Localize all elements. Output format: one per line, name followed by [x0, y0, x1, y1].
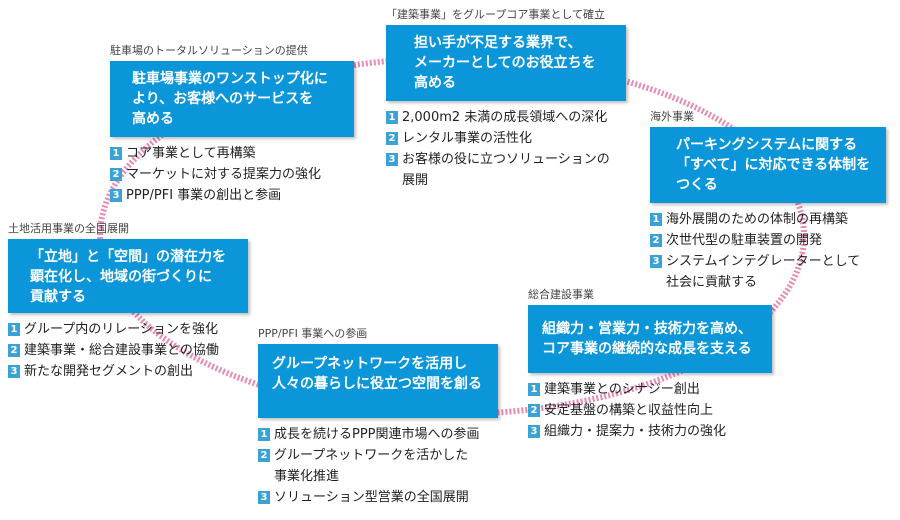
item-number-badge: 1 — [528, 383, 540, 396]
block-title-box: パーキングシステムに関する 「すべて」に対応できる体制を つくる — [650, 127, 886, 203]
item-number-badge: 3 — [386, 153, 398, 166]
block-title-box: 組織力・営業力・技術力を高め、 コア事業の継続的な成長を支える — [528, 305, 772, 373]
item-text: 建築事業・総合建設事業との協働 — [24, 343, 219, 358]
block-category: 土地活用事業の全国展開 — [8, 222, 129, 235]
item-number-badge: 3 — [8, 365, 20, 378]
item-number-badge: 3 — [258, 491, 270, 504]
list-item: 1 コア事業として再構築 — [110, 143, 360, 164]
item-text: 次世代型の駐車装置の開発 — [666, 233, 823, 248]
title-line: 人々の暮らしに役立つ空間を創る — [272, 376, 482, 392]
title-line: 「立地」と「空間」の潜在力を — [30, 249, 226, 265]
item-number-badge: 2 — [8, 344, 20, 357]
block-architecture: 「建築事業」をグループコア事業として確立 担い手が不足する業界で、 メーカーとし… — [386, 8, 636, 191]
title-line: 担い手が不足する業界で、 — [414, 35, 582, 51]
title-line: パーキングシステムに関する — [676, 137, 858, 153]
block-title-box: 駐車場事業のワンストップ化に より、お客様へのサービスを 高める — [110, 61, 354, 137]
block-title-box: 「立地」と「空間」の潜在力を 顕在化し、地域の街づくりに 貢献する — [8, 239, 248, 313]
item-text: マーケットに対する提案力の強化 — [126, 167, 322, 182]
block-category: 総合建設事業 — [528, 288, 594, 301]
list-item: 3 ソリューション型営業の全国展開 — [258, 487, 508, 508]
list-item: 1 グループ内のリレーションを強化 — [8, 319, 253, 340]
item-text: レンタル事業の活性化 — [402, 131, 533, 146]
item-text: 社会に貢献する — [666, 275, 758, 290]
title-line: 「すべて」に対応できる体制を — [676, 157, 871, 173]
title-line: 駐車場事業のワンストップ化に — [132, 71, 328, 87]
item-number-badge: 1 — [650, 213, 662, 226]
item-list: 1 建築事業とのシナジー創出 2 安定基盤の構築と収益性向上 3 組織力・提案力… — [528, 379, 778, 442]
item-text: ソリューション型営業の全国展開 — [274, 490, 469, 505]
list-item: 2 マーケットに対する提案力の強化 — [110, 164, 360, 185]
item-number-badge: 1 — [386, 111, 398, 124]
block-land-utilization: 土地活用事業の全国展開 「立地」と「空間」の潜在力を 顕在化し、地域の街づくりに… — [8, 222, 253, 382]
title-line: 貢献する — [30, 289, 86, 305]
title-line: 組織力・営業力・技術力を高め、 — [542, 321, 752, 337]
item-text: PPP/PFI 事業の創出と参画 — [126, 188, 282, 203]
list-item: 2 建築事業・総合建設事業との協働 — [8, 340, 253, 361]
item-text: 2,000m2 未満の成長領域への深化 — [402, 110, 608, 125]
item-number-badge: 1 — [110, 147, 122, 160]
item-text: 新たな開発セグメントの創出 — [24, 364, 194, 379]
item-number-badge: 2 — [386, 132, 398, 145]
list-item: 1 海外展開のための体制の再構築 — [650, 209, 890, 230]
list-item: 1 2,000m2 未満の成長領域への深化 — [386, 107, 636, 128]
item-text: 建築事業とのシナジー創出 — [544, 382, 700, 397]
item-number-badge: 2 — [528, 404, 540, 417]
item-number-badge: 2 — [258, 449, 270, 462]
item-number-badge: 2 — [110, 168, 122, 181]
item-list: 1 海外展開のための体制の再構築 2 次世代型の駐車装置の開発 3 システムイン… — [650, 209, 890, 293]
item-number-badge: 3 — [528, 425, 540, 438]
item-text: 安定基盤の構築と収益性向上 — [544, 403, 714, 418]
list-item: 2 安定基盤の構築と収益性向上 — [528, 400, 778, 421]
title-line: 高める — [414, 75, 456, 91]
title-line: グループネットワークを活用し — [272, 356, 468, 372]
list-item: 3 PPP/PFI 事業の創出と参画 — [110, 185, 360, 206]
item-number-badge: 3 — [110, 189, 122, 202]
block-category: 「建築事業」をグループコア事業として確立 — [386, 8, 606, 21]
block-category: PPP/PFI 事業への参画 — [258, 327, 368, 340]
list-item: 2 グループネットワークを活かした 事業化推進 — [258, 445, 508, 487]
list-item: 3 システムインテグレーターとして 社会に貢献する — [650, 251, 890, 293]
list-item: 1 成長を続けるPPP関連市場への参画 — [258, 424, 508, 445]
item-text: 成長を続けるPPP関連市場への参画 — [274, 427, 480, 442]
list-item: 3 お客様の役に立つソリューションの 展開 — [386, 149, 636, 191]
list-item: 3 組織力・提案力・技術力の強化 — [528, 421, 778, 442]
block-category: 海外事業 — [650, 110, 694, 123]
block-title-box: グループネットワークを活用し 人々の暮らしに役立つ空間を創る — [258, 344, 498, 418]
item-text: システムインテグレーターとして — [666, 254, 861, 269]
title-line: つくる — [676, 177, 718, 193]
item-text: グループ内のリレーションを強化 — [24, 322, 218, 337]
block-title-box: 担い手が不足する業界で、 メーカーとしてのお役立ちを 高める — [386, 25, 626, 101]
item-text: お客様の役に立つソリューションの — [402, 152, 610, 167]
list-item: 3 新たな開発セグメントの創出 — [8, 361, 253, 382]
block-general-construction: 総合建設事業 組織力・営業力・技術力を高め、 コア事業の継続的な成長を支える 1… — [528, 288, 778, 442]
list-item: 2 レンタル事業の活性化 — [386, 128, 636, 149]
item-list: 1 2,000m2 未満の成長領域への深化 2 レンタル事業の活性化 3 お客様… — [386, 107, 636, 191]
item-number-badge: 1 — [258, 428, 270, 441]
item-text: コア事業として再構築 — [126, 146, 256, 161]
title-line: メーカーとしてのお役立ちを — [414, 55, 596, 71]
list-item: 1 建築事業とのシナジー創出 — [528, 379, 778, 400]
title-line: コア事業の継続的な成長を支える — [542, 341, 752, 357]
item-list: 1 グループ内のリレーションを強化 2 建築事業・総合建設事業との協働 3 新た… — [8, 319, 253, 382]
item-text: 組織力・提案力・技術力の強化 — [544, 424, 727, 439]
item-list: 1 コア事業として再構築 2 マーケットに対する提案力の強化 3 PPP/PFI… — [110, 143, 360, 206]
item-text: 海外展開のための体制の再構築 — [666, 212, 849, 227]
item-number-badge: 3 — [650, 255, 662, 268]
item-text: 事業化推進 — [274, 469, 340, 484]
item-text: 展開 — [402, 173, 429, 188]
item-list: 1 成長を続けるPPP関連市場への参画 2 グループネットワークを活かした 事業… — [258, 424, 508, 508]
block-overseas: 海外事業 パーキングシステムに関する 「すべて」に対応できる体制を つくる 1 … — [650, 110, 890, 293]
title-line: 高める — [132, 111, 174, 127]
list-item: 2 次世代型の駐車装置の開発 — [650, 230, 890, 251]
item-number-badge: 2 — [650, 234, 662, 247]
block-parking-solution: 駐車場のトータルソリューションの提供 駐車場事業のワンストップ化に より、お客様… — [110, 44, 360, 206]
block-category: 駐車場のトータルソリューションの提供 — [110, 44, 308, 57]
title-line: 顕在化し、地域の街づくりに — [30, 269, 212, 285]
title-line: より、お客様へのサービスを — [132, 91, 314, 107]
block-ppp-pfi: PPP/PFI 事業への参画 グループネットワークを活用し 人々の暮らしに役立つ… — [258, 327, 508, 508]
item-number-badge: 1 — [8, 323, 20, 336]
item-text: グループネットワークを活かした — [274, 448, 469, 463]
